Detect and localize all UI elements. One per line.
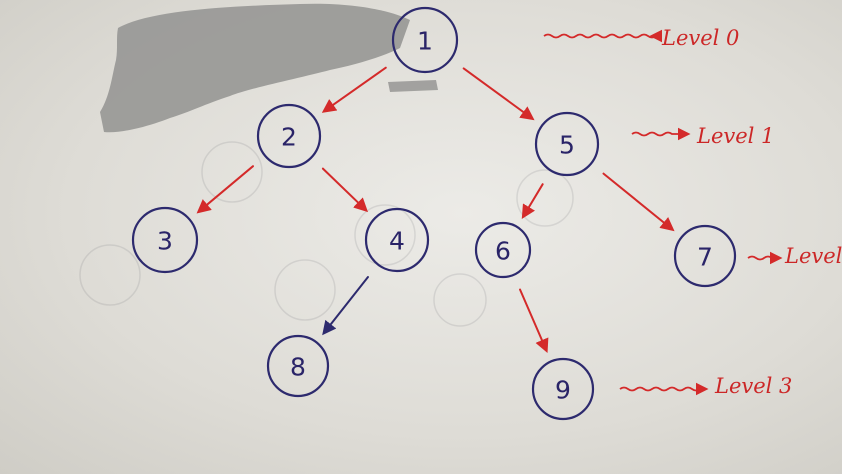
node-label: 8 [290,353,306,382]
ghost-marks [79,141,574,327]
node-label: 7 [697,243,713,272]
node-circle [391,6,459,74]
edge-n5-n6 [521,183,544,219]
redaction-scribble-tail [388,80,438,92]
level-0-label: Level 0 [661,26,739,50]
edge-n4-n8 [322,276,369,336]
node-circle [256,103,322,169]
edge-n1-n2 [321,66,387,113]
edge-n2-n4 [321,167,369,213]
tree-node-7: 7 [673,224,737,288]
redaction-scribble [100,3,410,133]
level-3-label: Level 3 [714,374,792,398]
level-1-annotation: Level 1 [631,124,774,148]
level-2-wavy-arrow [747,251,783,265]
node-label: 4 [389,227,405,256]
level-2-annotation: Level 2 [747,244,842,268]
node-label: 6 [495,237,511,266]
node-circle [534,111,600,177]
level-0-wavy-arrow [543,29,663,43]
edges-layer [196,66,675,353]
node-circle [266,334,330,398]
tree-node-3: 3 [131,206,199,274]
edge-n2-n3 [196,165,254,214]
level-3-annotation: Level 3 [619,374,792,398]
tree-node-1: 1 [391,6,459,74]
node-circle [531,357,595,421]
node-circle [131,206,199,274]
tree-node-8: 8 [266,334,330,398]
edge-n5-n7 [602,172,675,232]
tree-node-5: 5 [534,111,600,177]
level-3-wavy-arrow [619,382,709,396]
node-label: 5 [559,131,575,160]
level-0-annotation: Level 0 [543,26,739,50]
node-label: 1 [417,27,433,56]
node-circle [364,207,430,273]
tree-node-2: 2 [256,103,322,169]
node-label: 9 [555,376,571,405]
nodes-layer: 1 2 3 4 5 6 7 8 9 [131,6,737,421]
level-1-label: Level 1 [696,124,774,148]
level-2-label: Level 2 [784,244,842,268]
node-circle [673,224,737,288]
edge-n6-n9 [519,288,549,353]
node-circle [474,221,532,279]
level-annotations: Level 0 Level 1 Level 2 Level 3 [543,26,842,398]
tree-node-4: 4 [364,207,430,273]
edge-n1-n5 [462,67,535,121]
node-label: 3 [157,227,173,256]
tree-node-6: 6 [474,221,532,279]
tree-node-9: 9 [531,357,595,421]
level-1-wavy-arrow [631,127,691,141]
node-label: 2 [281,123,297,152]
